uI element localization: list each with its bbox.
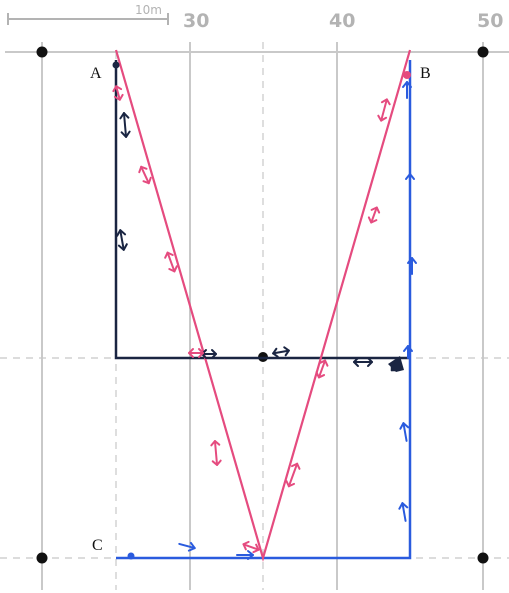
navy-path	[114, 60, 410, 360]
point-a-label: A	[90, 65, 102, 82]
double-arrow-icon	[112, 85, 124, 101]
navy-arrow-cluster	[388, 356, 404, 372]
navy-arrow-markers	[116, 112, 402, 372]
direction-arrow-icon	[236, 550, 254, 560]
pink-v-path	[114, 49, 412, 562]
axis-tick-50: 50	[477, 10, 503, 32]
axis-tick-30: 30	[183, 10, 209, 32]
direction-arrow-icon	[402, 81, 412, 99]
vertical-grid-lines	[41, 42, 484, 590]
double-arrow-icon	[138, 165, 152, 185]
double-arrow-icon	[242, 540, 260, 554]
direction-arrow-icon	[403, 345, 413, 359]
scale-label: 10m	[135, 3, 162, 17]
direction-arrow-icon	[178, 541, 196, 552]
direction-arrow-icon	[399, 422, 410, 442]
direction-arrow-icon	[405, 173, 415, 191]
blue-arrow-markers	[178, 81, 417, 560]
double-arrow-icon	[285, 462, 301, 488]
pink-arrow-markers	[112, 85, 391, 554]
point-c-label: C	[92, 537, 103, 554]
axis-tick-40: 40	[329, 10, 355, 32]
direction-arrow-icon	[407, 257, 417, 275]
grid-dots	[36, 46, 489, 564]
double-arrow-icon	[315, 359, 329, 379]
double-arrow-icon	[210, 440, 222, 466]
point-c-marker	[127, 552, 135, 560]
double-arrow-icon	[367, 206, 381, 224]
double-arrow-icon	[272, 346, 290, 358]
dot-bottom-left	[36, 552, 48, 564]
double-arrow-icon	[164, 251, 178, 273]
dot-bottom-right	[477, 552, 489, 564]
double-arrow-icon	[188, 348, 204, 358]
dashed-guides	[0, 42, 509, 590]
point-a-marker	[112, 61, 120, 69]
double-arrow-icon	[353, 357, 373, 367]
dot-top-right	[477, 46, 489, 58]
double-arrow-icon	[377, 98, 391, 122]
double-arrow-icon	[119, 112, 131, 138]
double-arrow-icon	[116, 229, 128, 251]
direction-arrow-icon	[398, 502, 409, 522]
dot-top-left	[36, 46, 48, 58]
scale-bar	[7, 13, 169, 25]
blue-path	[116, 60, 412, 560]
point-b-marker	[403, 71, 411, 79]
point-b-label: B	[420, 65, 431, 82]
